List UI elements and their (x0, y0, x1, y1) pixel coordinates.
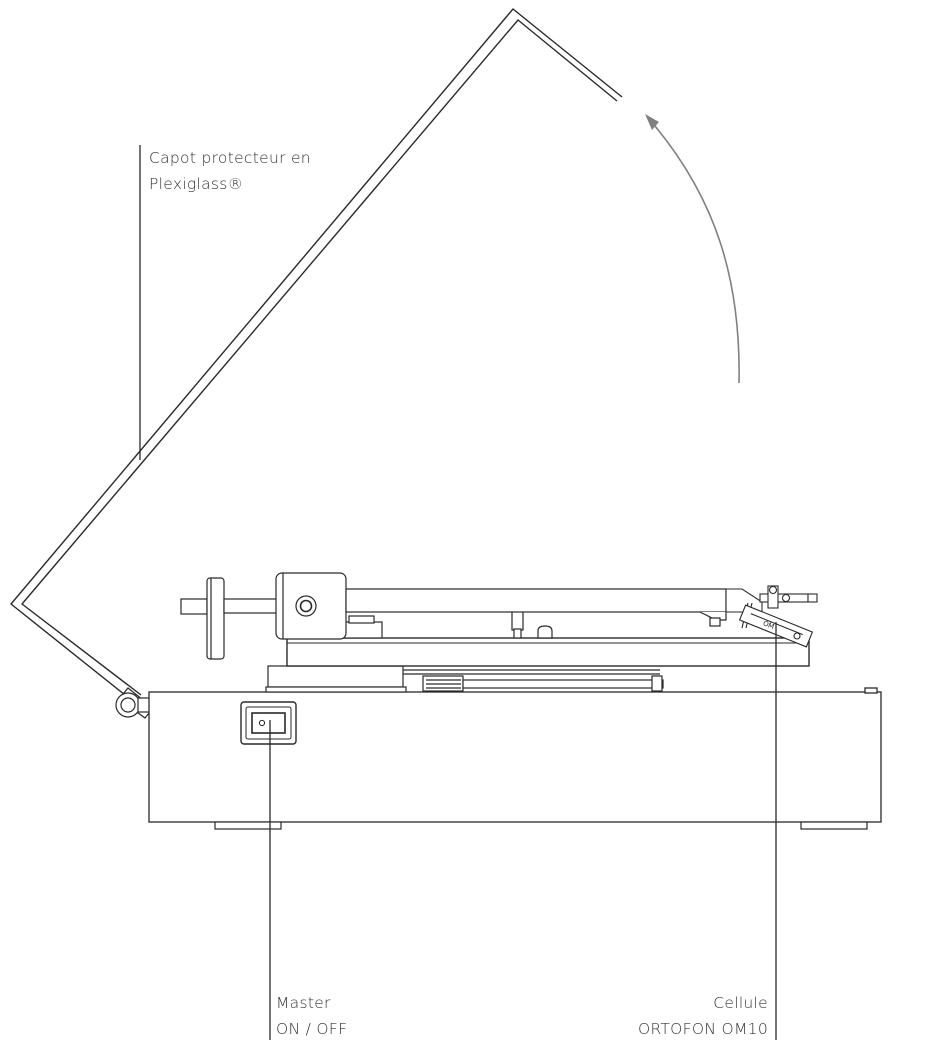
master-label-line2: ON / OFF (276, 1020, 348, 1038)
cover-label-line2: Plexiglass® (149, 175, 244, 193)
anti-skate-knob (537, 625, 553, 639)
cartridge-label-line1: Cellule (713, 994, 768, 1012)
master-switch-label: Master ON / OFF (276, 990, 347, 1042)
right-foot (800, 821, 868, 830)
platter (286, 637, 810, 667)
counterweight (206, 577, 225, 660)
opening-arrow (645, 114, 740, 384)
tonearm (180, 572, 727, 660)
feet (214, 821, 868, 830)
power-switch[interactable] (240, 701, 297, 745)
cover-hinge (115, 687, 154, 719)
power-indicator-icon (258, 719, 266, 727)
counterweight-stub (180, 598, 208, 615)
leader-lines (139, 145, 777, 1040)
cartridge-label: Cellule ORTOFON OM10 (638, 990, 768, 1042)
dust-cover (10, 8, 623, 704)
master-label-line1: Master (276, 994, 331, 1012)
cover-label-line1: Capot protecteur en (149, 149, 311, 167)
tonearm-base (341, 601, 553, 639)
cartridge-label-line2: ORTOFON OM10 (637, 1020, 768, 1038)
arm-tube (345, 588, 727, 613)
cover-label: Capot protecteur en Plexiglass® (149, 145, 311, 197)
cartridge-badge: OM (762, 619, 776, 631)
drive-assembly (265, 665, 664, 693)
left-foot (214, 821, 282, 830)
